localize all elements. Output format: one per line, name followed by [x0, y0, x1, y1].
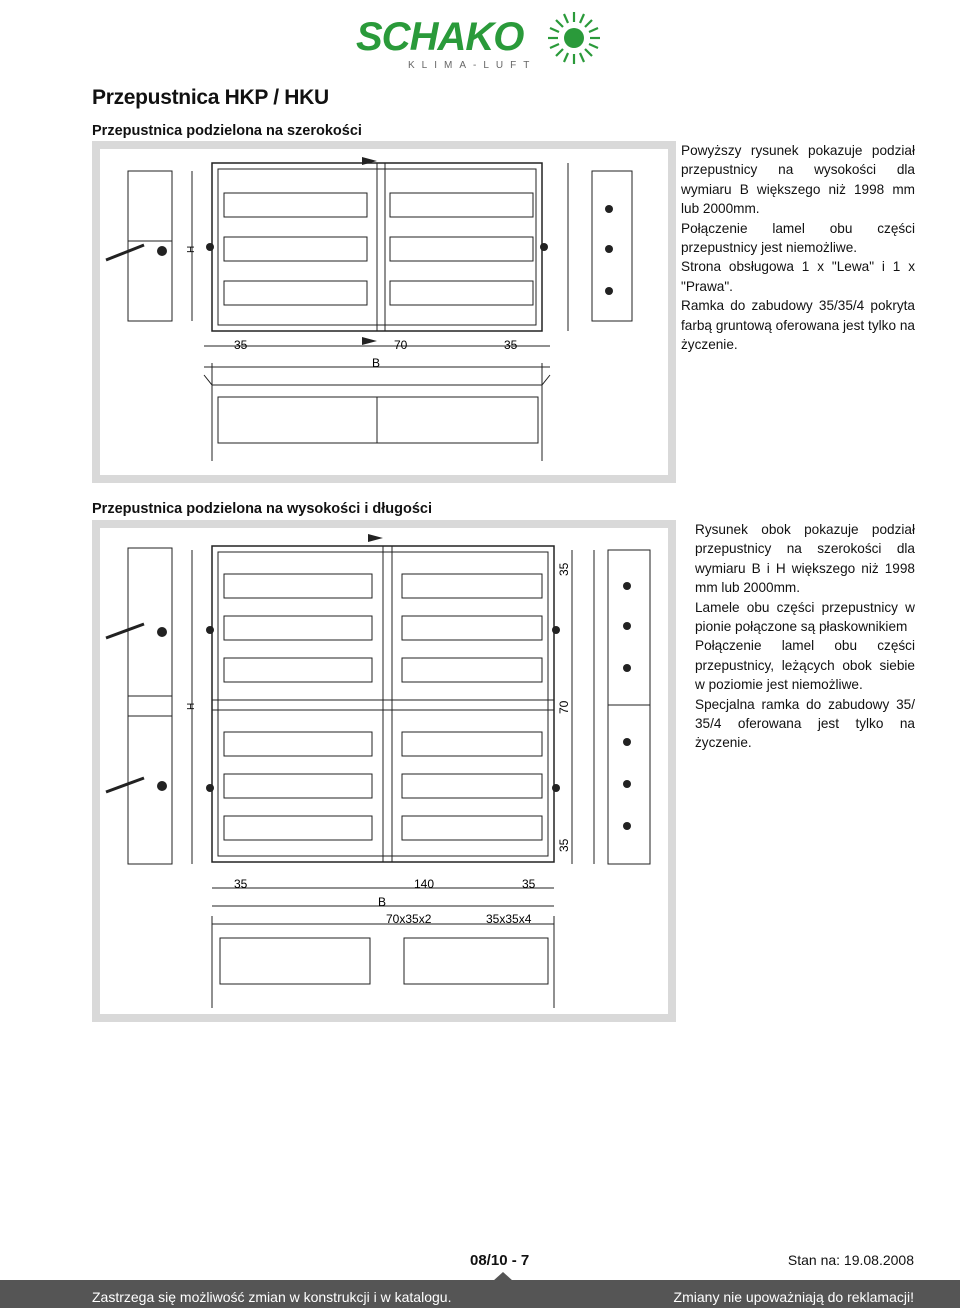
svg-text:70x35x2: 70x35x2: [386, 912, 432, 926]
section1-paragraph: Powyższy rysunek pokazuje podział przepu…: [681, 143, 915, 217]
section2-paragraph: Rysunek obok pokazuje podział przepustni…: [695, 522, 915, 596]
svg-text:35: 35: [234, 338, 248, 352]
page-title: Przepustnica HKP / HKU: [92, 86, 329, 109]
section2-drawing-panel: H 35 70 35 35 140 35 B 70x35x2 35x35x4: [92, 520, 676, 1022]
svg-text:B: B: [378, 895, 386, 909]
svg-text:70: 70: [394, 338, 408, 352]
footer-marker: [493, 1272, 513, 1281]
revision-date: Stan na: 19.08.2008: [787, 1252, 914, 1268]
section1-paragraph: Ramka do zabudowy 35/35/4 pokryta farbą …: [681, 298, 915, 353]
svg-text:35: 35: [504, 338, 518, 352]
svg-text:35: 35: [557, 562, 571, 576]
svg-text:B: B: [372, 356, 380, 370]
svg-text:H: H: [186, 246, 197, 253]
svg-text:70: 70: [557, 700, 571, 714]
section2-heading: Przepustnica podzielona na wysokości i d…: [92, 501, 433, 517]
section2-description: Rysunek obok pokazuje podział przepustni…: [695, 520, 915, 753]
svg-text:KLIMA-LUFT: KLIMA-LUFT: [408, 60, 536, 71]
footer-left-note: Zastrzega się możliwość zmian w konstruk…: [92, 1289, 452, 1305]
svg-text:140: 140: [414, 877, 434, 891]
section1-drawing: H 35 70 35 B: [105, 157, 633, 461]
section2-paragraph: Lamele obu części przepustnicy w pionie …: [695, 599, 915, 635]
sun-rays-icon: [564, 28, 584, 48]
svg-text:35: 35: [522, 877, 536, 891]
svg-text:35: 35: [234, 877, 248, 891]
section2-drawing: H 35 70 35 35 140 35 B 70x35x2 35x35x4: [105, 534, 651, 1008]
svg-text:SCHAKO: SCHAKO: [356, 15, 524, 59]
section1-description: Powyższy rysunek pokazuje podział przepu…: [681, 141, 915, 354]
footer-right-note: Zmiany nie upoważniają do reklamacji!: [673, 1289, 914, 1305]
section1-heading: Przepustnica podzielona na szerokości: [92, 123, 362, 139]
section1-paragraph: Połączenie lamel obu części przepustnicy…: [681, 220, 915, 256]
svg-text:35: 35: [557, 838, 571, 852]
footer-bar: [0, 1280, 960, 1308]
section1-paragraph: Strona obsługowa 1 x "Lewa" i 1 x "Prawa…: [681, 259, 915, 294]
section2-paragraph: Połączenie lamel obu części przepustnicy…: [695, 638, 915, 693]
svg-text:35x35x4: 35x35x4: [486, 912, 532, 926]
svg-text:H: H: [186, 703, 197, 710]
schako-logo: SCHAKO KLIMA-LUFT: [356, 12, 600, 71]
section2-paragraph: Specjalna ramka do zabudowy 35/ 35/4 ofe…: [695, 696, 915, 751]
section1-drawing-panel: H 35 70 35 B: [92, 141, 676, 483]
page-number: 08/10 - 7: [470, 1252, 530, 1269]
